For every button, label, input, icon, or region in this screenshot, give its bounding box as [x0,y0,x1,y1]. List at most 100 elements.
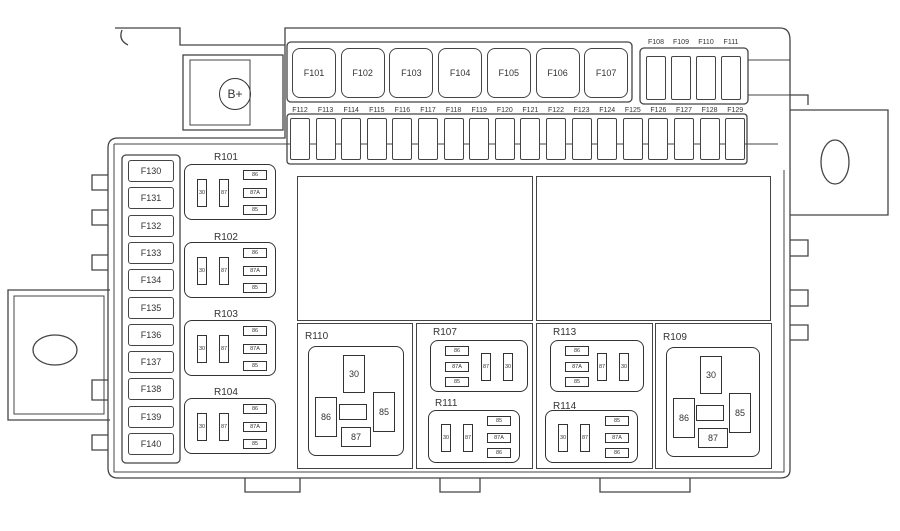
fuse-label-f115: F115 [369,107,385,114]
fuse-f113[interactable] [315,118,336,160]
relay-pin-30: 30 [197,257,207,285]
fuse-f127[interactable] [674,118,694,160]
relay-pin-87: 87 [219,413,229,441]
relay-center-block [339,404,367,420]
fuse-f102[interactable]: F102 [340,48,385,98]
relay-pin-86: 86 [315,397,337,437]
relay-label-r103: R103 [214,309,238,320]
fuse-f115[interactable] [366,118,387,160]
fuse-f109[interactable] [671,56,691,100]
relay-label-r104: R104 [214,387,238,398]
relay-pin-87a: 87A [243,344,267,354]
relay-pin-87: 87 [219,257,229,285]
fuse-f103[interactable]: F103 [389,48,434,98]
relay-pin-87: 87 [597,353,607,381]
relay-pin-85: 85 [373,392,395,432]
fuse-label-f125: F125 [624,107,641,114]
fuse-f120[interactable] [494,118,515,160]
fuse-f106[interactable]: F106 [535,48,580,98]
relay-pin-87a: 87A [243,188,267,198]
fuse-label-f124: F124 [599,107,616,114]
fuse-f121[interactable] [520,118,541,160]
relay-pin-85: 85 [445,377,469,387]
relay-label-r110: R110 [305,331,329,342]
fuse-f104[interactable]: F104 [438,48,483,98]
fuse-f123[interactable] [571,118,592,160]
fuse-f140[interactable]: F140 [128,433,174,455]
relay-pin-86: 86 [565,346,589,356]
fuse-f131[interactable]: F131 [128,187,174,210]
relay-center-block [696,405,724,421]
fuse-f126[interactable] [648,118,669,160]
fuse-label-f112: F112 [292,107,308,114]
fuse-f135[interactable]: F135 [128,296,174,319]
relay-pin-87a: 87A [487,432,511,443]
fuse-f137[interactable]: F137 [128,351,174,374]
fuse-f138[interactable]: F138 [128,378,174,401]
fuse-label-f110: F110 [698,39,714,46]
fuse-f112[interactable] [290,118,310,160]
relay-pin-87: 87 [698,428,728,448]
relay-pin-86: 86 [243,170,267,180]
relay-pin-30: 30 [441,423,451,452]
fuse-f107[interactable]: F107 [584,48,629,98]
fuse-f139[interactable]: F139 [128,405,174,428]
fuse-f116[interactable] [392,118,413,160]
fuse-f133[interactable]: F133 [128,241,174,264]
fuse-label-f120: F120 [496,107,513,114]
fuse-f134[interactable]: F134 [128,269,174,292]
fuse-f117[interactable] [418,118,438,160]
mounting-hole-right [820,139,850,185]
relay-label-r113: R113 [553,327,577,338]
fuse-label-f113: F113 [317,107,334,114]
relay-pin-86: 86 [445,346,469,356]
relay-pin-86: 86 [243,248,267,258]
relay-pin-86: 86 [243,326,267,336]
relay-pin-87: 87 [463,423,473,452]
relay-label-r107: R107 [433,327,457,338]
fuse-f125[interactable] [622,118,643,160]
relay-pin-87: 87 [580,423,590,452]
fuse-f114[interactable] [341,118,362,160]
fuse-label-f128: F128 [701,107,718,114]
fuse-f130[interactable]: F130 [128,160,174,182]
fuse-label-f121: F121 [522,107,539,114]
relay-pin-85: 85 [243,205,267,215]
relay-pin-85: 85 [487,416,511,426]
relay-pin-86: 86 [243,404,267,414]
fuse-label-f111: F111 [723,39,739,46]
fuse-f122[interactable] [546,118,566,160]
relay-label-r114: R114 [553,401,577,412]
b-plus-label: B+ [227,87,243,101]
fuse-f110[interactable] [696,56,716,100]
fuse-f111[interactable] [721,56,741,100]
fuse-f128[interactable] [699,118,720,160]
fuse-label-f127: F127 [676,107,692,114]
fuse-f101[interactable]: F101 [292,48,336,98]
fuse-label-f126: F126 [650,107,667,114]
fuse-f124[interactable] [597,118,618,160]
relay-pin-30: 30 [197,335,207,363]
fuse-f136[interactable]: F136 [128,323,174,346]
relay-pin-87a: 87A [445,362,469,372]
fuse-label-f118: F118 [445,107,462,114]
fuse-f105[interactable]: F105 [486,48,531,98]
fuse-f118[interactable] [443,118,464,160]
fuse-f108[interactable] [646,56,666,100]
fuse-label-f122: F122 [548,107,564,114]
fuse-f129[interactable] [725,118,746,160]
fuse-f132[interactable]: F132 [128,214,174,237]
fuse-f119[interactable] [469,118,490,160]
relay-pin-87a: 87A [243,266,267,276]
fuse-label-f123: F123 [573,107,590,114]
